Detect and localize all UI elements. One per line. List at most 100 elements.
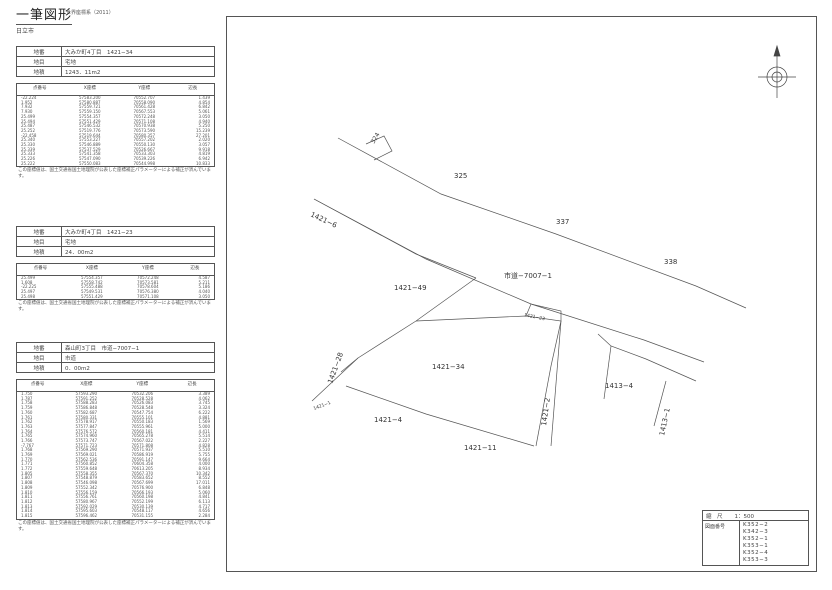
coordinate-cell: 70576.380 (137, 289, 159, 295)
coordinate-cell: 1.759 (21, 405, 33, 411)
coordinate-cell: 1.771 (21, 461, 33, 467)
coordinate-cell: 27.201 (196, 132, 210, 138)
coordinate-cell: 70566.193 (131, 489, 154, 495)
coordinate-cell: 25.497 (21, 289, 35, 295)
parcel-boundaries (311, 135, 747, 447)
coordinate-cell: 57576.572 (75, 428, 98, 434)
coordinate-cell: 57571.723 (75, 442, 98, 448)
coordinate-cell: 1.813 (21, 503, 33, 509)
coordinate-cell: 70567.699 (131, 480, 154, 486)
coordinate-cell: 57519.644 (78, 132, 101, 138)
coordinate-cell: 70539.226 (133, 156, 156, 162)
coordinate-cell: 6.842 (198, 104, 210, 110)
field-value: 大みか町4丁目 1421−34 (61, 46, 215, 57)
coordinate-cell: 70570.938 (133, 123, 156, 129)
coordinate-cell: 1.812 (21, 498, 33, 504)
coordinate-cell: 1.758 (21, 400, 33, 406)
scale-label: 縮 尺 (706, 513, 723, 520)
coordinate-cell: 1.770 (21, 456, 33, 462)
lot-label: 1413−1 (658, 407, 672, 436)
coordinate-cell: 3.389 (198, 391, 210, 397)
field-value: 大みか町4丁目 1421−23 (61, 226, 215, 237)
column-header: 点番号 (17, 264, 64, 276)
coordinate-cell: 1.750 (21, 391, 33, 397)
coordinate-cell: 3.050 (198, 293, 210, 299)
lot-label: 1413−4 (605, 382, 634, 390)
lot-label: 325 (454, 172, 467, 180)
coordinate-cell: 7.932 (21, 104, 33, 110)
coordinate-cell: 25.222 (21, 160, 35, 166)
coordinate-cell: 57550.083 (78, 160, 101, 166)
coordinate-cell: -22.224 (21, 95, 37, 101)
coordinate-cell: 5.061 (198, 109, 210, 115)
coordinate-cell: 8.934 (198, 466, 210, 472)
coordinate-cell: 70578.604 (137, 284, 159, 290)
coordinate-cell: 6.942 (198, 156, 210, 162)
coordinate-cell: 70558.090 (133, 99, 156, 105)
coordinate-cell: 70604.358 (131, 461, 154, 467)
coordinate-note: この座標値は、国土交通省国土地理院が公表した座標補正パラメーターによる補正が済ん… (18, 520, 212, 532)
lot-label: 1421−23 (524, 312, 546, 322)
coordinate-cell: 1.815 (21, 512, 33, 518)
coordinate-cell: 57558.355 (75, 470, 98, 476)
coordinate-cell: 70555.961 (131, 423, 154, 429)
coordinate-cell: 70528.548 (131, 405, 154, 411)
coordinate-cell: 57559.721 (78, 104, 101, 110)
coordinate-cell: 70550.183 (131, 419, 154, 425)
coordinate-cell: 70573.581 (137, 279, 159, 285)
coordinate-cell: 57551.429 (81, 293, 103, 299)
coordinate-cell: 70567.370 (131, 470, 154, 476)
coordinate-cell: 70580.357 (133, 132, 156, 138)
field-key: 地番 (16, 46, 62, 57)
coordinate-cell: 57556.159 (75, 489, 98, 495)
field-key: 地積 (16, 246, 62, 257)
lot-label: 1421−49 (394, 284, 427, 292)
coordinate-cell: 57582.687 (75, 409, 98, 415)
coordinate-cell: 57580.967 (75, 498, 98, 504)
lot-label: 324 (370, 131, 382, 145)
field-value: 0．00m2 (61, 362, 215, 373)
coordinate-cell: 4.411 (198, 428, 210, 434)
lot-label: 1421−34 (432, 363, 465, 371)
coordinate-cell: 57546.098 (75, 480, 98, 486)
coordinate-cell: 5.250 (198, 123, 210, 129)
lot-label: 1421−4 (374, 416, 403, 424)
coordinate-cell: 1.952 (21, 99, 33, 105)
coordinate-cell: 4.717 (198, 503, 210, 509)
coordinate-cell: 70552.707 (133, 95, 156, 101)
column-header: X座標 (58, 380, 115, 392)
coordinate-cell: 4.854 (198, 99, 210, 105)
coordinate-cell: 57592.029 (75, 503, 98, 509)
cadastral-map: 324 325 337 338 市道−7007−1 1421−6 1421−49… (309, 44, 796, 452)
coordinate-cell: 7.930 (21, 109, 33, 115)
coordinate-cell: 25.499 (21, 113, 35, 119)
coordinate-cell: 70586.919 (131, 452, 154, 458)
field-key: 地目 (16, 352, 62, 363)
coordinate-cell: 4.000 (198, 461, 210, 467)
coordinate-cell: 17.011 (196, 480, 210, 486)
coordinate-cell: 57551.429 (78, 118, 101, 124)
coordinate-cell: 57573.747 (75, 437, 98, 443)
coordinate-cell: 57569.290 (75, 447, 98, 453)
coordinate-cell: 4.828 (198, 442, 210, 448)
coordinate-cell: 57548.879 (75, 475, 98, 481)
coordinate-cell: 70571.108 (133, 118, 156, 124)
coordinate-cell: 1.439 (198, 95, 210, 101)
